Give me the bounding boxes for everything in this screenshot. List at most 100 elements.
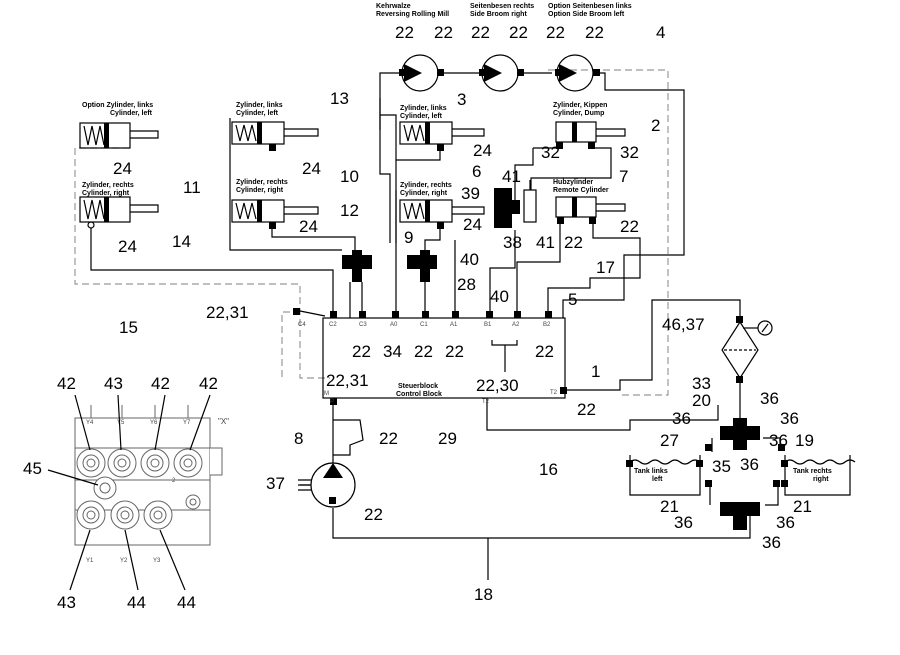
hydraulic-lines — [90, 72, 781, 539]
callout: 21 — [793, 497, 812, 516]
callout: 46,37 — [662, 315, 705, 334]
port-label-c4: C4 — [298, 322, 306, 328]
coil-label-y1: Y1 — [86, 558, 94, 564]
tank-links-label-en: left — [652, 476, 663, 483]
seitenbesen-rechts-label-en: Side Broom right — [470, 11, 527, 18]
port-label-a2: A2 — [512, 322, 520, 328]
coil-label-y2: Y2 — [120, 558, 128, 564]
callout: 15 — [119, 318, 138, 337]
x-port-label: "X" — [218, 417, 229, 426]
callout: 22 — [352, 342, 371, 361]
cylinder-mid-left — [231, 121, 319, 151]
option-seitenbesen-label-en: Option Side Broom left — [548, 11, 625, 18]
cylinder-option-left — [79, 122, 159, 149]
zylinder-rechts-mid-label-de: Zylinder, rechts — [236, 179, 288, 186]
callout: 33 — [692, 374, 711, 393]
callout: 4 — [656, 23, 665, 42]
callout: 13 — [330, 89, 349, 108]
tank-right — [781, 455, 856, 496]
zylinder-rechts-center-label-de: Zylinder, rechts — [400, 182, 452, 189]
callout: 43 — [57, 593, 76, 612]
callout: 38 — [503, 233, 522, 252]
tank-rechts-label-de: Tank rechts — [793, 468, 832, 475]
option-seitenbesen-label-de: Option Seitenbesen links — [548, 3, 632, 10]
option-zylinder-label-de: Option Zylinder, links — [82, 102, 153, 109]
coil-label-y3: Y3 — [153, 558, 161, 564]
cylinder-dump — [555, 121, 626, 149]
callout: 36 — [674, 513, 693, 532]
callout: 7 — [619, 167, 628, 186]
valve-block-illustration: Y4 Y5 Y6 Y7 Y1 Y2 Y3 "X" 2 — [74, 405, 229, 564]
callout: 34 — [383, 342, 402, 361]
port-label-t2: T2 — [482, 399, 490, 405]
cylinder-center-right — [399, 199, 485, 229]
port-squares — [293, 308, 785, 504]
callout: 22 — [509, 23, 528, 42]
callout: 22 — [564, 233, 583, 252]
steuerblock-label-de: Steuerblock — [398, 383, 438, 390]
coil-label-y4: Y4 — [86, 420, 94, 426]
callout: 1 — [591, 362, 600, 381]
callout: 37 — [266, 474, 285, 493]
port-label-p: P — [330, 399, 334, 405]
callout: 41 — [502, 167, 521, 186]
leader-lines — [47, 310, 518, 591]
callout: 12 — [340, 201, 359, 220]
callout: 22 — [364, 505, 383, 524]
callout: 18 — [474, 585, 493, 604]
port-label-b1: B1 — [484, 322, 492, 328]
callout: 36 — [776, 513, 795, 532]
valve-block-mark: 2 — [172, 478, 176, 484]
callout: 10 — [340, 167, 359, 186]
cylinder-remote — [555, 196, 626, 224]
callout: 22 — [434, 23, 453, 42]
callout: 29 — [438, 429, 457, 448]
coil-label-y5: Y5 — [117, 420, 125, 426]
tank-left — [626, 455, 703, 496]
callout: 16 — [539, 460, 558, 479]
callout: 5 — [568, 290, 577, 309]
zylinder-rechts-left-label-de: Zylinder, rechts — [82, 182, 134, 189]
port-label-a1: A1 — [450, 322, 458, 328]
callout: 32 — [541, 143, 560, 162]
port-label-c1: C1 — [420, 322, 428, 328]
cylinder-center-left — [399, 121, 485, 151]
callout-numbers: 22 22 22 22 22 22 4 3 2 13 24 32 32 6 41… — [23, 23, 814, 612]
callout: 14 — [172, 232, 191, 251]
callout: 36 — [780, 409, 799, 428]
callout: 22 — [546, 23, 565, 42]
callout: 42 — [199, 374, 218, 393]
callout: 32 — [620, 143, 639, 162]
callout: 27 — [660, 431, 679, 450]
callout: 22 — [379, 429, 398, 448]
callout: 17 — [596, 258, 615, 277]
coil-label-y7: Y7 — [183, 420, 191, 426]
callout: 24 — [299, 217, 318, 236]
component-labels: Kehrwalze Reversing Rolling Mill Seitenb… — [82, 3, 832, 483]
steuerblock-label-en: Control Block — [396, 391, 442, 398]
callout: 22 — [535, 342, 554, 361]
callout: 36 — [740, 455, 759, 474]
coil-label-y6: Y6 — [150, 420, 158, 426]
callout: 28 — [457, 275, 476, 294]
callout: 22 — [620, 217, 639, 236]
kehrwalze-label-en: Reversing Rolling Mill — [376, 11, 449, 18]
callout: 24 — [473, 141, 492, 160]
callout: 8 — [294, 429, 303, 448]
port-label-b2: B2 — [543, 322, 551, 328]
callout: 20 — [692, 391, 711, 410]
motor-kehrwalze — [399, 54, 444, 92]
callout: 22 — [585, 23, 604, 42]
callout: 44 — [127, 593, 146, 612]
tank-rechts-label-en: right — [813, 476, 829, 483]
callout: 21 — [660, 497, 679, 516]
port-label-c2: C2 — [329, 322, 337, 328]
motor-seitenbesen-rechts — [479, 54, 524, 92]
callout: 42 — [151, 374, 170, 393]
hubzylinder-label-de: Hubzylinder — [553, 179, 593, 186]
tank-links-label-de: Tank links — [634, 468, 668, 475]
zylinder-rechts-center-label-en: Cylinder, right — [400, 190, 448, 197]
zylinder-links-mid-label-en: Cylinder, left — [236, 110, 279, 117]
kehrwalze-label-de: Kehrwalze — [376, 3, 411, 10]
